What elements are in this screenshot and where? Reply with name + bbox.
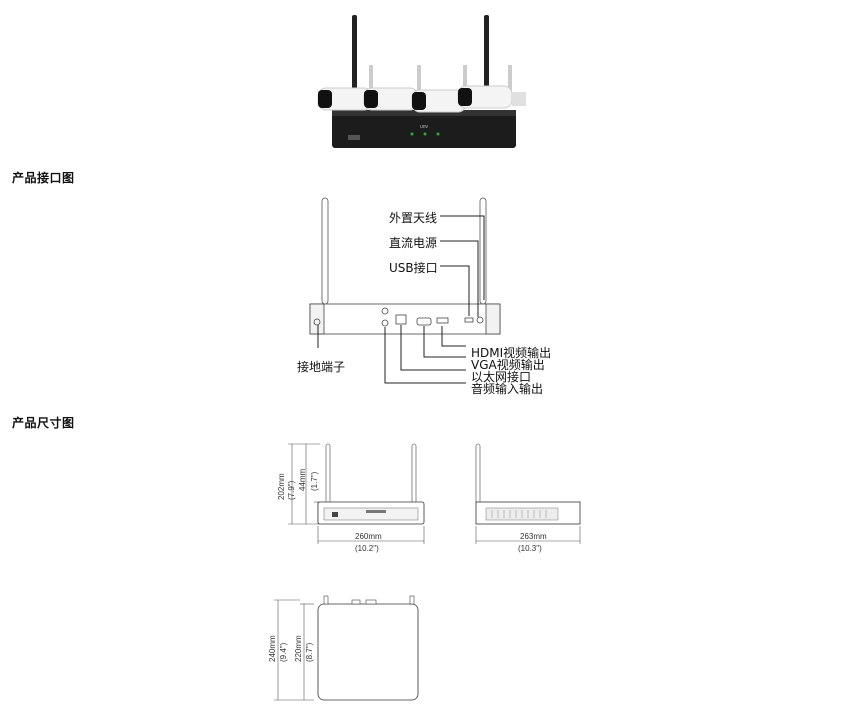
product-photo: unv bbox=[317, 15, 526, 148]
top-depth-total-in: (9.4") bbox=[279, 642, 288, 662]
top-depth-body-in: (8.7") bbox=[305, 642, 314, 662]
front-height-total-in: (7.9") bbox=[287, 480, 296, 500]
ethernet-label: 以太网接口 bbox=[471, 370, 532, 384]
top-depth-body: 220mm bbox=[294, 635, 303, 662]
front-height-total: 202mm bbox=[277, 473, 286, 500]
front-height-body-in: (1.7") bbox=[310, 471, 319, 491]
dimension-section-title: 产品尺寸图 bbox=[12, 416, 75, 430]
usb-label: USB接口 bbox=[389, 261, 438, 275]
front-view-diagram bbox=[288, 443, 425, 544]
rear-panel-diagram bbox=[309, 197, 501, 384]
top-depth-total: 240mm bbox=[268, 635, 277, 662]
nvr-brand-text: unv bbox=[420, 124, 429, 130]
hdmi-label: HDMI视频输出 bbox=[471, 346, 552, 360]
power-label: 直流电源 bbox=[389, 236, 438, 250]
front-width: 260mm bbox=[355, 532, 382, 541]
top-view-diagram bbox=[274, 595, 419, 701]
side-depth: 263mm bbox=[520, 532, 547, 541]
front-height-body: 44mm bbox=[298, 468, 307, 491]
vga-label: VGA视频输出 bbox=[471, 358, 545, 372]
ground-label: 接地端子 bbox=[297, 360, 346, 374]
side-depth-in: (10.3") bbox=[518, 544, 542, 553]
audio-label: 音频输入输出 bbox=[471, 382, 544, 396]
antenna-label: 外置天线 bbox=[389, 211, 438, 225]
front-width-in: (10.2") bbox=[355, 544, 379, 553]
side-view-diagram bbox=[475, 443, 581, 544]
interface-section-title: 产品接口图 bbox=[12, 171, 75, 185]
